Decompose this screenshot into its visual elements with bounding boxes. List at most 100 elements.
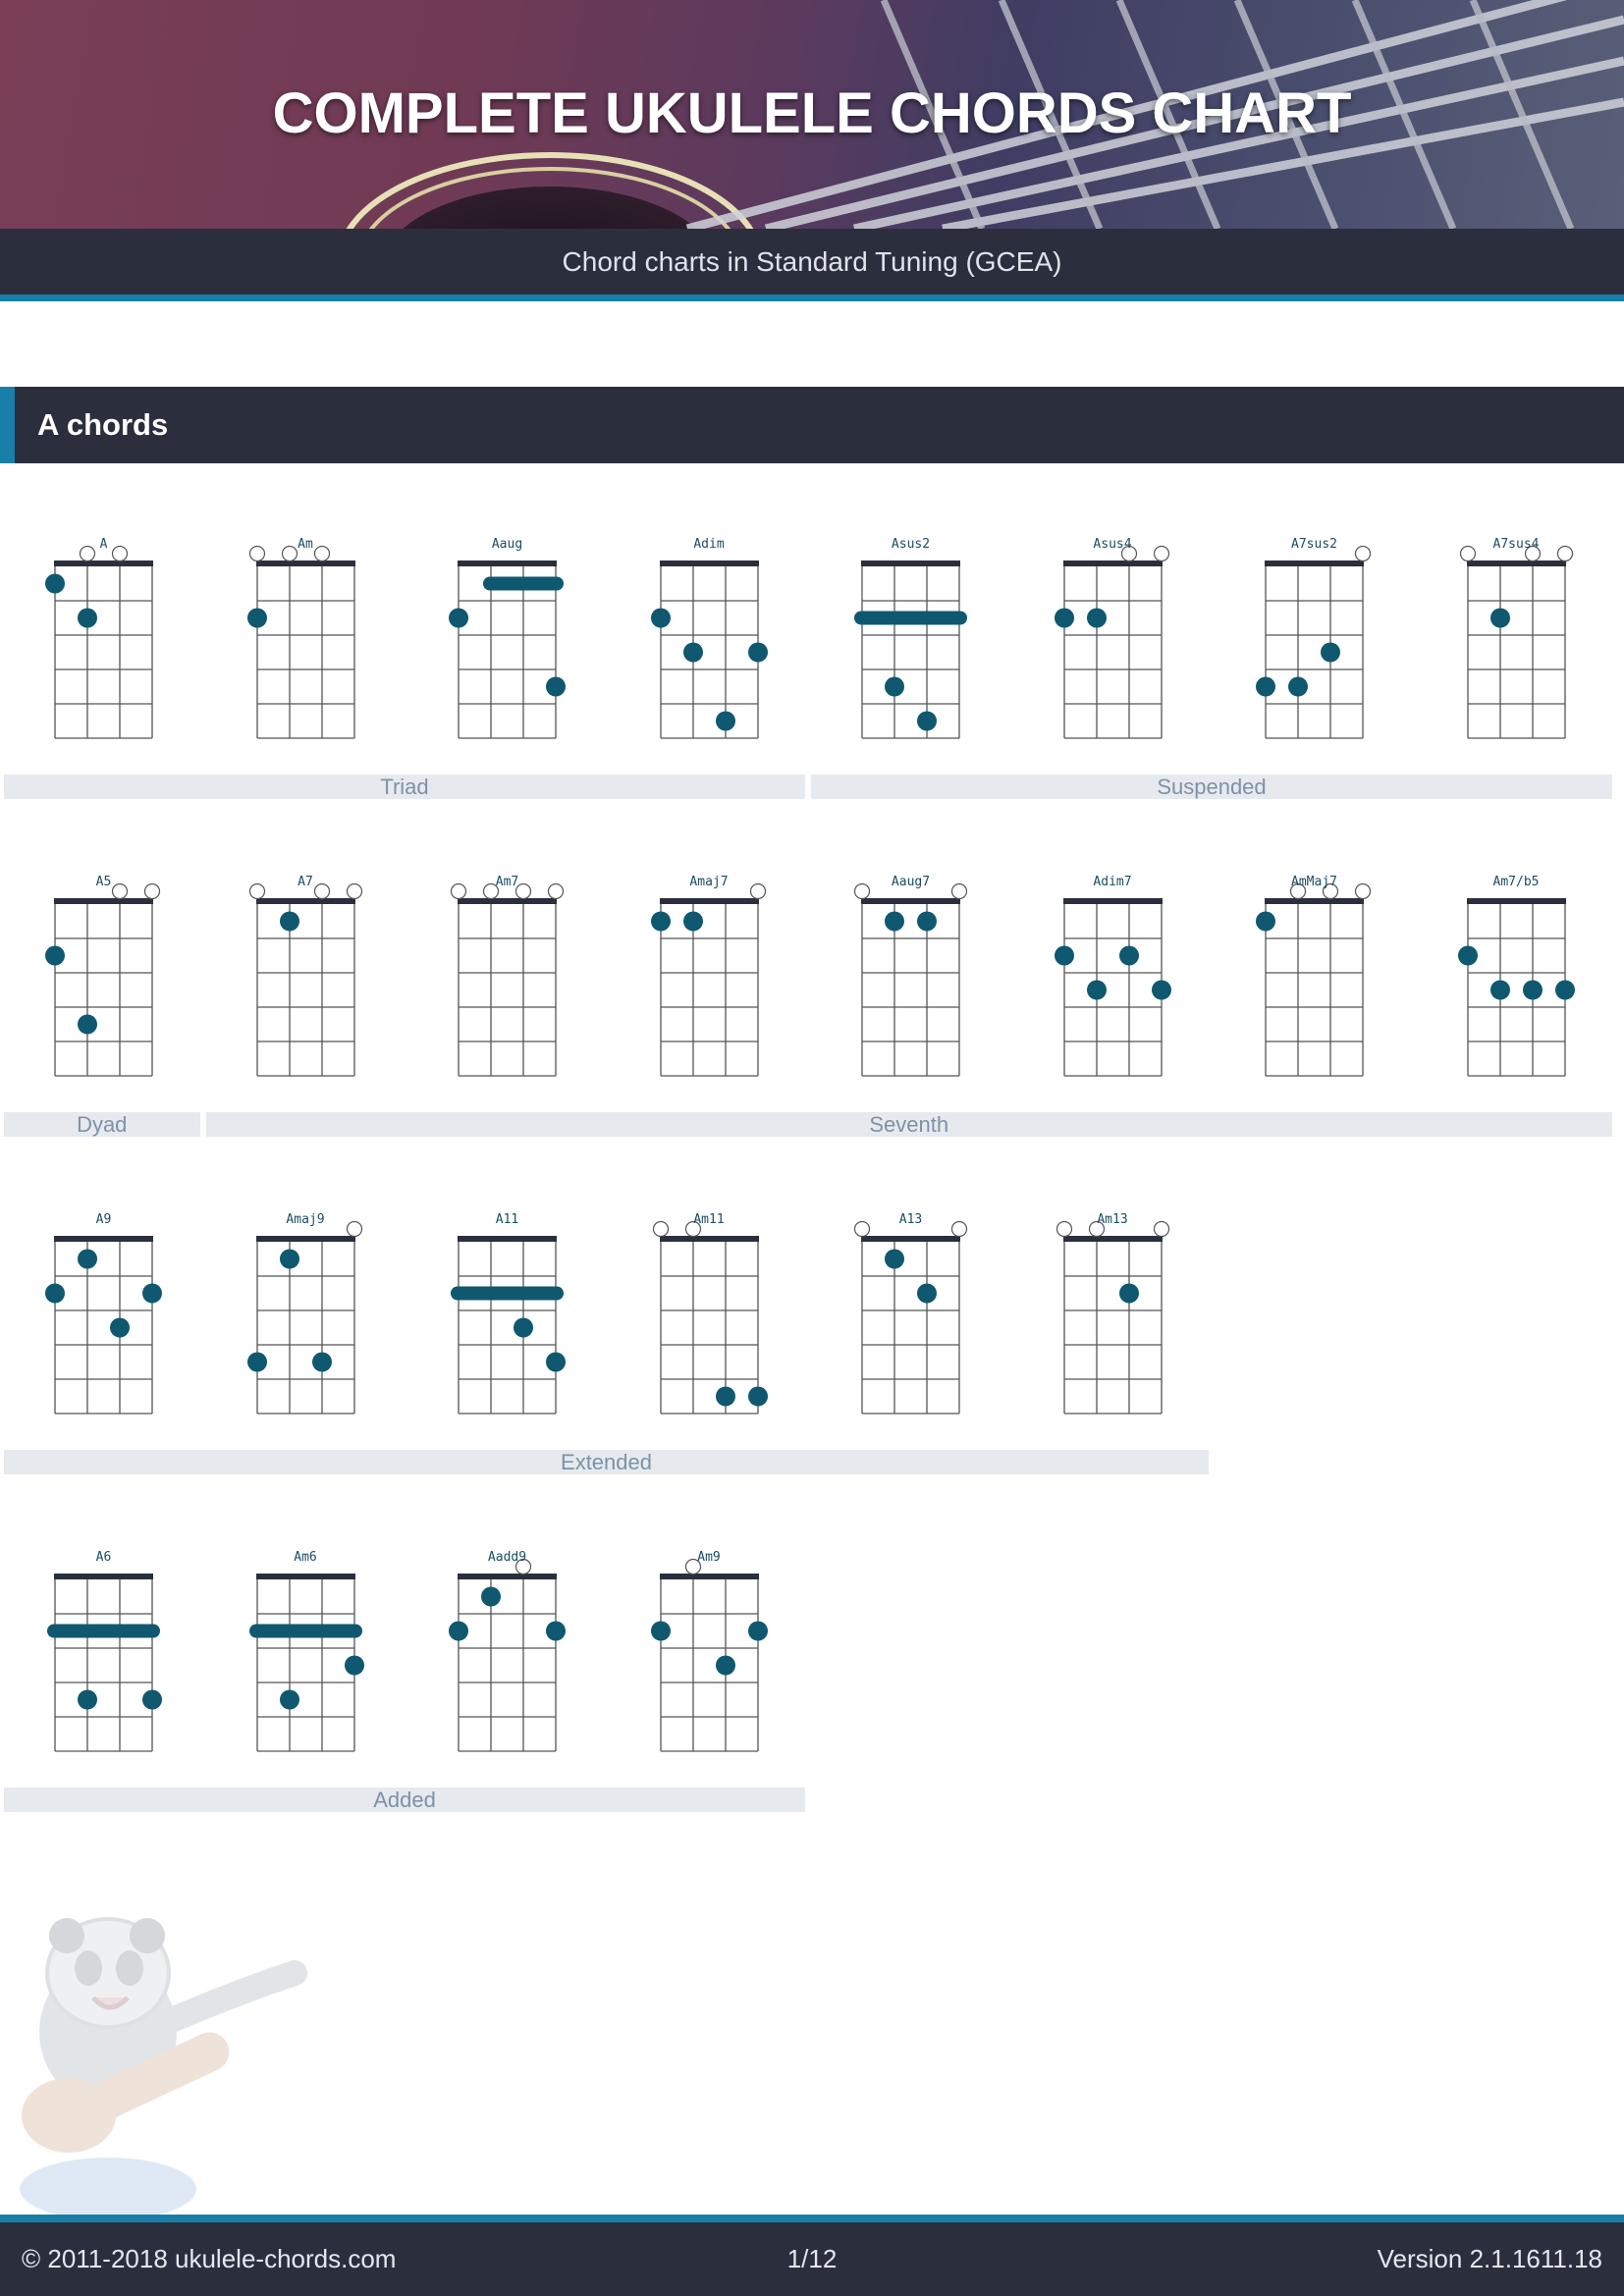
ukulele-background-image <box>346 0 1624 229</box>
chord-diagram <box>45 545 153 739</box>
chord-diagram <box>45 882 161 1077</box>
chord-diagram <box>246 1220 362 1415</box>
open-string-marker <box>514 882 532 900</box>
chord-name: A7sus2 <box>1291 537 1337 552</box>
chord-name: Am6 <box>294 1550 317 1565</box>
open-string-marker <box>950 1220 968 1238</box>
finger-dot <box>142 1689 162 1710</box>
nut-bar <box>458 1574 557 1579</box>
chord-diagram <box>650 1558 768 1752</box>
finger-dot <box>279 1689 299 1710</box>
chord-group-label: Triad <box>4 774 805 799</box>
open-string-marker <box>1322 882 1339 900</box>
chord-name: A11 <box>495 1212 519 1227</box>
nut-bar <box>458 1236 557 1242</box>
header-banner: COMPLETE UKULELE CHORDS CHART <box>0 0 1624 229</box>
barre-marker <box>854 611 967 625</box>
open-string-marker <box>248 545 265 562</box>
open-string-marker <box>248 882 265 900</box>
finger-dot <box>45 945 65 966</box>
panda-mascot-icon <box>20 1917 307 2218</box>
finger-dot <box>279 1249 299 1269</box>
barre-marker <box>483 576 564 591</box>
chord-name: AmMaj7 <box>1291 875 1337 889</box>
finger-dot <box>246 608 267 628</box>
nut-bar <box>659 1574 759 1579</box>
finger-dot <box>1054 608 1074 628</box>
finger-dot <box>546 676 566 697</box>
finger-dot <box>546 1352 566 1372</box>
chord-name: Aaug7 <box>891 875 931 889</box>
chord-diagram <box>1256 882 1372 1077</box>
finger-dot <box>78 1689 97 1710</box>
finger-dot <box>449 1621 468 1641</box>
chord-diagram <box>45 1236 162 1415</box>
finger-dot <box>1321 642 1340 663</box>
chord-diagram <box>853 1220 968 1415</box>
page-title: COMPLETE UKULELE CHORDS CHART <box>272 81 1352 145</box>
nut-bar <box>1265 561 1364 566</box>
nut-bar <box>54 1236 153 1242</box>
page-footer: © 2011-2018 ukulele-chords.com 1/12 Vers… <box>0 2215 1624 2296</box>
finger-dot <box>1086 980 1107 1000</box>
chord-diagram <box>1054 898 1171 1077</box>
chord-name: Am13 <box>1097 1212 1128 1227</box>
chord-group-label: Dyad <box>4 1112 200 1137</box>
finger-dot <box>1256 676 1275 697</box>
nut-bar <box>659 898 759 904</box>
nut-bar <box>861 1236 960 1242</box>
finger-dot <box>78 1014 97 1035</box>
nut-bar <box>1466 898 1566 904</box>
open-string-marker <box>1153 1220 1169 1238</box>
chord-name: Am9 <box>697 1550 721 1565</box>
nut-bar <box>861 898 960 904</box>
finger-dot <box>1288 676 1308 697</box>
chord-name: A6 <box>95 1550 112 1565</box>
open-string-marker <box>1354 882 1372 900</box>
finger-dot <box>1054 945 1074 966</box>
tuning-subtitle-bar: Chord charts in Standard Tuning (GCEA) <box>0 229 1624 301</box>
chord-name: A13 <box>898 1212 923 1227</box>
finger-dot <box>1086 608 1107 628</box>
finger-dot <box>715 1655 735 1676</box>
finger-dot <box>917 1283 937 1304</box>
open-string-marker <box>547 882 565 900</box>
nut-bar <box>54 1574 153 1579</box>
nut-bar <box>255 561 355 566</box>
open-string-marker <box>1289 882 1307 900</box>
open-string-marker <box>1459 545 1476 562</box>
chord-diagram <box>248 882 362 1077</box>
open-string-marker <box>313 882 330 900</box>
open-string-marker <box>853 882 871 900</box>
page-subtitle: Chord charts in Standard Tuning (GCEA) <box>562 246 1062 277</box>
chord-name: Asus2 <box>891 537 931 552</box>
finger-dot <box>311 1352 332 1372</box>
open-string-marker <box>111 545 129 562</box>
open-string-marker <box>346 1220 362 1238</box>
finger-dot <box>1118 1283 1139 1304</box>
chord-diagram <box>451 1236 566 1415</box>
finger-dot <box>78 608 97 628</box>
chord-group-label: Added <box>4 1788 805 1812</box>
nut-bar <box>1265 898 1364 904</box>
nut-bar <box>458 561 557 566</box>
finger-dot <box>885 676 904 697</box>
open-string-marker <box>1088 1220 1105 1238</box>
finger-dot <box>650 911 671 932</box>
finger-dot <box>885 1249 904 1269</box>
chord-name: Amaj9 <box>286 1212 325 1227</box>
chord-diagram <box>1054 545 1169 739</box>
open-string-marker <box>1056 1220 1072 1238</box>
open-string-marker <box>1153 545 1169 562</box>
finger-dot <box>917 911 937 932</box>
version-text: Version 2.1.1611.18 <box>1377 2244 1602 2273</box>
nut-bar <box>659 561 759 566</box>
open-string-marker <box>652 1220 669 1238</box>
open-string-marker <box>79 545 96 562</box>
nut-bar <box>255 898 355 904</box>
chord-name: Amaj7 <box>689 875 729 889</box>
finger-dot <box>715 711 735 731</box>
chord-name: A9 <box>95 1212 112 1227</box>
finger-dot <box>45 1283 65 1304</box>
